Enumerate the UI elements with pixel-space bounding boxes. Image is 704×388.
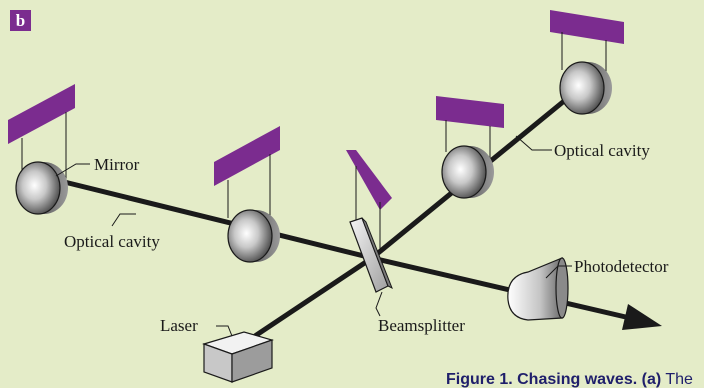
mirror-right-far bbox=[550, 10, 624, 115]
leader-photodetector bbox=[545, 265, 572, 279]
leader-optical-cavity-left bbox=[111, 213, 136, 227]
mirror-right-near bbox=[436, 96, 504, 199]
suspension-plate bbox=[436, 96, 504, 128]
leader-mirror bbox=[55, 163, 90, 177]
label-photodetector: Photodetector bbox=[574, 257, 669, 276]
suspension-plate bbox=[550, 10, 624, 44]
leader-lines bbox=[55, 135, 572, 337]
beam-left-arm bbox=[39, 173, 373, 261]
mirror-center-left bbox=[214, 126, 280, 263]
label-optical-cavity-left: Optical cavity bbox=[64, 232, 160, 251]
beam-laser-input bbox=[238, 255, 374, 349]
suspension-plate bbox=[346, 150, 392, 210]
photodetector bbox=[507, 257, 569, 321]
laser-beams bbox=[39, 86, 662, 349]
beamsplitter bbox=[346, 150, 393, 293]
mirror-far-left bbox=[8, 84, 75, 215]
label-mirror: Mirror bbox=[94, 155, 140, 174]
panel-letter: b bbox=[10, 10, 31, 31]
figure-caption: Figure 1. Chasing waves. (a) The bbox=[446, 371, 693, 388]
label-laser: Laser bbox=[160, 316, 198, 335]
leader-optical-cavity-right bbox=[515, 135, 552, 151]
label-beamsplitter: Beamsplitter bbox=[378, 316, 465, 335]
suspension-plate bbox=[8, 84, 75, 144]
beam-output bbox=[371, 255, 631, 321]
label-optical-cavity-right: Optical cavity bbox=[554, 141, 650, 160]
caption-rest: The bbox=[661, 371, 693, 388]
suspension-plate bbox=[214, 126, 280, 186]
caption-bold: Figure 1. Chasing waves. (a) bbox=[446, 371, 661, 388]
laser-source bbox=[202, 331, 274, 383]
leader-beamsplitter bbox=[375, 291, 383, 317]
leader-laser bbox=[216, 325, 233, 337]
output-arrowhead bbox=[622, 304, 662, 330]
